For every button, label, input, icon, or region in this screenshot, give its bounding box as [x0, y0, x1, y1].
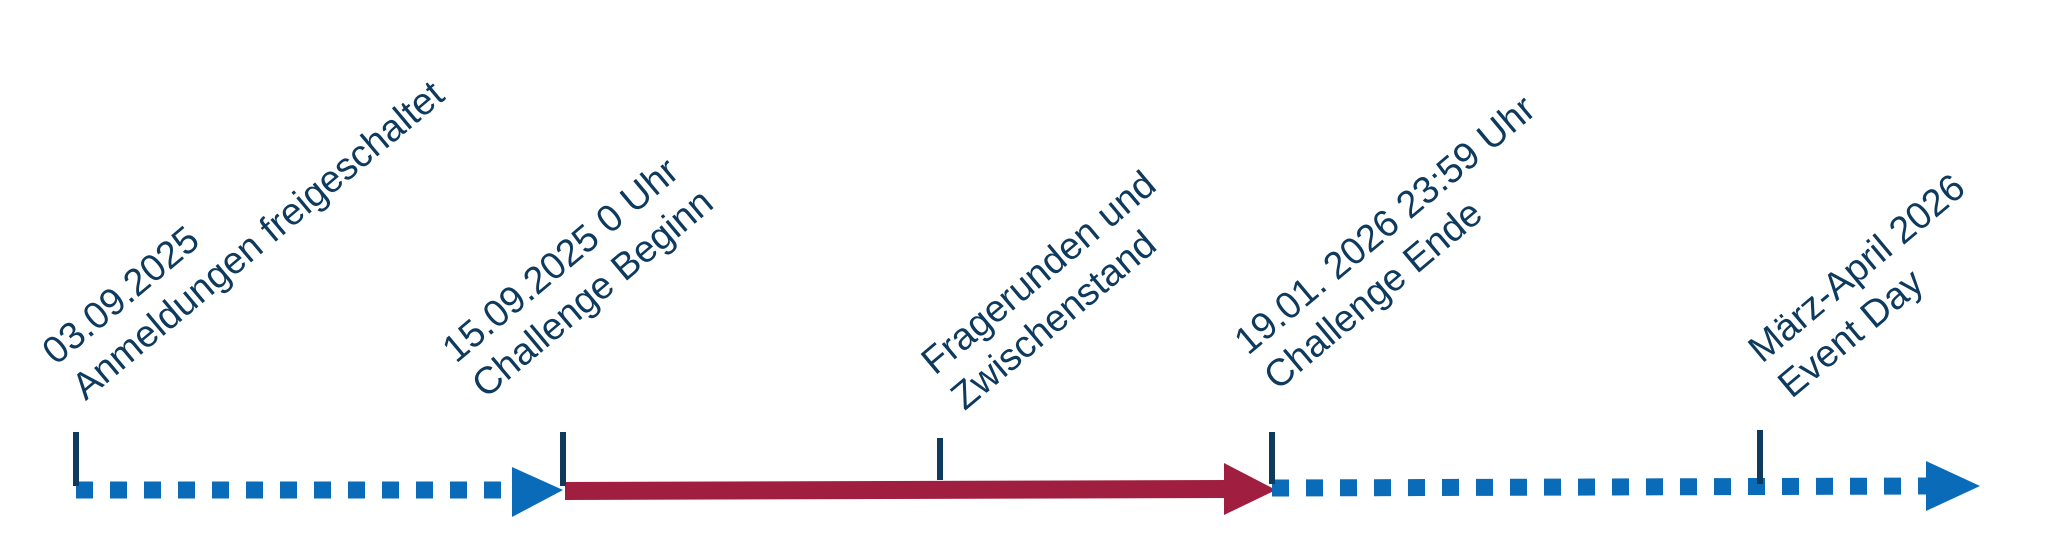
- arrow-head-2: [1224, 463, 1276, 515]
- dotted-segment-3: [1271, 477, 1931, 497]
- milestone-3-label: Fragerunden und Zwischenstand: [914, 163, 1165, 418]
- arrow-head-1: [512, 467, 563, 517]
- milestone-4-label: 19.01. 2026 23:59 Uhr Challenge Ende: [1227, 87, 1544, 398]
- solid-segment: [565, 480, 1228, 500]
- milestone-4-date: 19.01. 2026 23:59 Uhr: [1227, 87, 1544, 362]
- milestone-1-label: 03.09.2025 Anmeldungen freigeschaltet: [35, 73, 453, 408]
- milestone-2-label: 15.09.2025 0 Uhr Challenge Beginn: [435, 150, 721, 406]
- milestone-5-label: März-April 2026 Event Day: [1741, 166, 1973, 406]
- arrow-head-3: [1926, 461, 1980, 511]
- milestone-1-title: Anmeldungen freigeschaltet: [64, 73, 452, 408]
